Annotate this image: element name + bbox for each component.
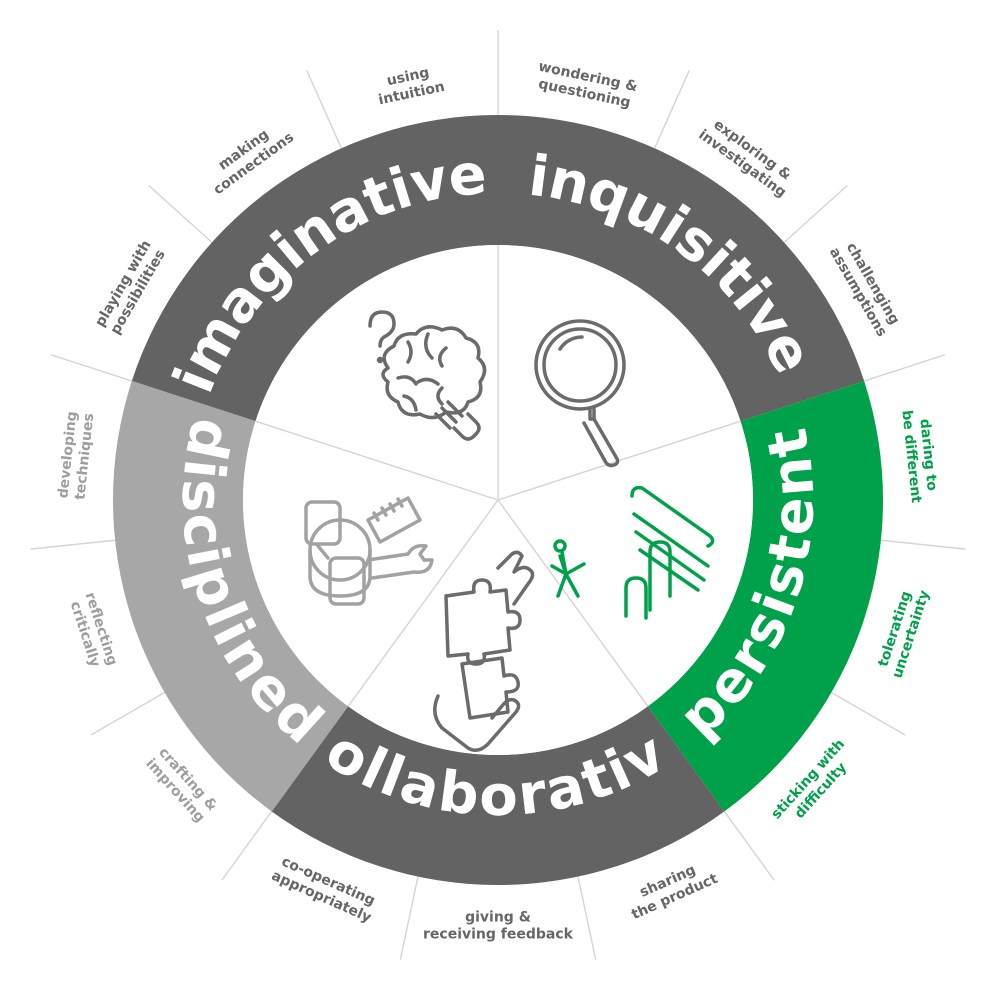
- svg-text:developingtechniques: developingtechniques: [55, 411, 97, 501]
- sub-habit-line: receiving feedback: [423, 927, 574, 943]
- sub-habit-collaborative-3: co-operatingappropriately: [269, 852, 380, 926]
- outer-divider-line: [577, 876, 597, 960]
- sub-habit-line: giving &: [465, 910, 531, 926]
- brain-lightbulb-icon: [368, 310, 487, 441]
- svg-text:daring tobe different: daring tobe different: [898, 408, 941, 504]
- ring-segment-imaginative: [131, 115, 498, 422]
- ring-segments: [113, 115, 883, 885]
- svg-text:crafting &improving: crafting &improving: [142, 744, 220, 825]
- magnifying-glass-icon: [534, 319, 626, 468]
- outer-divider-line: [221, 811, 273, 881]
- inner-spoke-line: [497, 499, 649, 707]
- inner-spoke-line: [255, 420, 499, 501]
- outer-divider-line: [723, 811, 775, 881]
- sub-habit-disciplined-3: developingtechniques: [55, 411, 97, 501]
- outer-divider-line: [783, 184, 848, 243]
- ring-segment-collaborative: [271, 706, 725, 885]
- outer-divider-line: [50, 354, 133, 382]
- svg-text:reflectingcritically: reflectingcritically: [65, 590, 120, 673]
- inner-spoke-line: [347, 499, 499, 707]
- svg-text:usingintuition: usingintuition: [373, 62, 446, 108]
- outer-divider-line: [399, 876, 419, 960]
- sub-habit-imaginative-3: usingintuition: [373, 62, 446, 109]
- climbing-figure-icon: [550, 485, 715, 620]
- sub-habit-collaborative-2: giving &receiving feedback: [423, 910, 574, 943]
- outer-divider-line: [148, 184, 213, 243]
- outer-divider-line: [863, 354, 946, 382]
- outer-divider-line: [90, 691, 165, 736]
- ring-segment-disciplined: [113, 381, 349, 812]
- outer-divider-line: [880, 539, 966, 550]
- outer-divider-line: [306, 70, 343, 149]
- inner-circle: [243, 245, 753, 755]
- sub-habit-disciplined-1: crafting &improving: [142, 744, 220, 826]
- tools-icon: [304, 496, 434, 606]
- sub-habit-persistent-1: daring tobe different: [898, 408, 941, 504]
- svg-text:giving &receiving feedback: giving &receiving feedback: [423, 910, 574, 943]
- svg-text:toleratinguncertainty: toleratinguncertainty: [873, 583, 933, 680]
- sub-habit-collaborative-1: sharingthe product: [622, 855, 720, 923]
- svg-text:sharingthe product: sharingthe product: [622, 855, 720, 923]
- sub-habit-line: daring to: [916, 418, 940, 492]
- outer-divider-line: [30, 539, 116, 550]
- puzzle-hands-icon: [433, 550, 535, 752]
- outer-divider-line: [653, 70, 690, 149]
- svg-text:co-operatingappropriately: co-operatingappropriately: [269, 852, 380, 926]
- outer-dividers: [30, 30, 966, 960]
- svg-text:wondering &questioning: wondering &questioning: [533, 59, 638, 112]
- ring-segment-persistent: [647, 381, 883, 812]
- outer-divider-line: [831, 691, 906, 736]
- ring-segment-inquisitive: [498, 115, 865, 422]
- sub-habit-persistent-2: toleratinguncertainty: [873, 583, 933, 680]
- sub-habit-inquisitive-1: wondering &questioning: [533, 59, 639, 112]
- sub-habit-disciplined-2: reflectingcritically: [65, 590, 121, 673]
